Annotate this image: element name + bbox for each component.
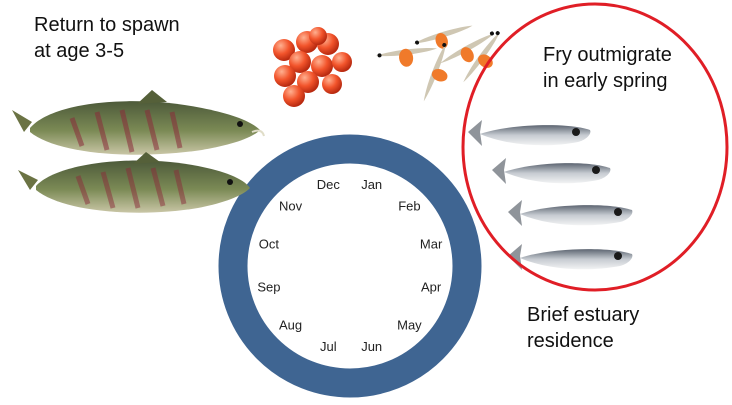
month-label-may: May — [397, 317, 422, 332]
adult-salmon-upper — [12, 90, 264, 155]
month-label-mar: Mar — [420, 236, 443, 251]
fry-caption: Fry outmigrate in early spring — [543, 42, 672, 94]
salmon-eggs — [273, 27, 352, 107]
month-label-jan: Jan — [361, 177, 382, 192]
month-label-jul: Jul — [320, 339, 337, 354]
fry-fish-1 — [468, 120, 590, 146]
month-label-feb: Feb — [398, 199, 420, 214]
fry-fish-4 — [508, 244, 632, 270]
month-label-aug: Aug — [279, 317, 302, 332]
fry-fish-3 — [508, 200, 632, 226]
adult-salmon-lower — [18, 152, 250, 213]
month-label-jun: Jun — [361, 339, 382, 354]
month-label-apr: Apr — [421, 280, 442, 295]
fry-fish-2 — [492, 158, 610, 184]
alevins — [375, 23, 510, 107]
month-label-oct: Oct — [259, 236, 280, 251]
month-ring — [233, 149, 467, 383]
month-label-sep: Sep — [257, 280, 280, 295]
month-label-dec: Dec — [317, 177, 341, 192]
estuary-caption: Brief estuary residence — [527, 302, 639, 354]
spawn-caption: Return to spawn at age 3-5 — [34, 12, 180, 64]
month-label-nov: Nov — [279, 199, 303, 214]
